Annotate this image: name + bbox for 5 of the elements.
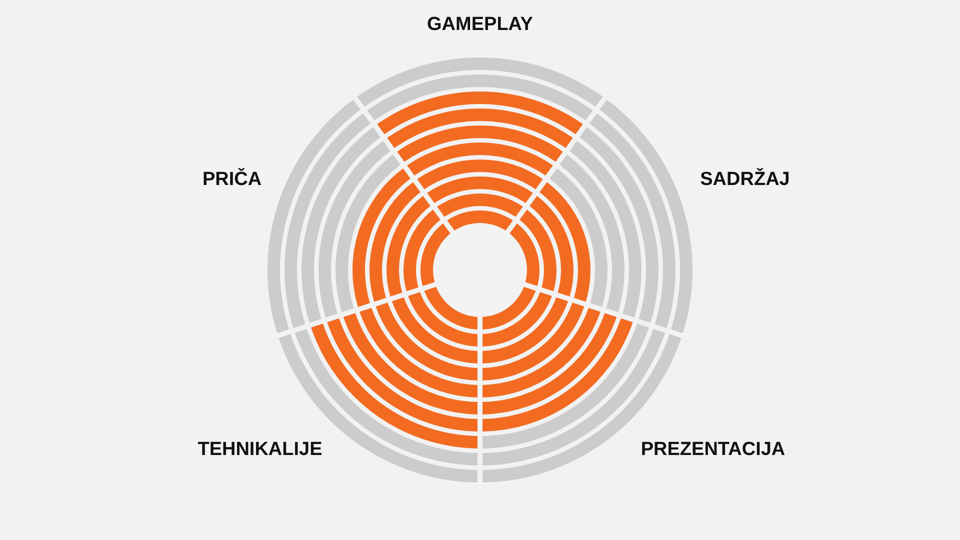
category-label: SADRŽAJ xyxy=(700,169,790,191)
category-label: TEHNIKALIJE xyxy=(198,439,322,461)
category-label: GAMEPLAY xyxy=(427,14,533,36)
category-label: PREZENTACIJA xyxy=(640,439,786,461)
category-label: PRIČA xyxy=(202,169,262,191)
